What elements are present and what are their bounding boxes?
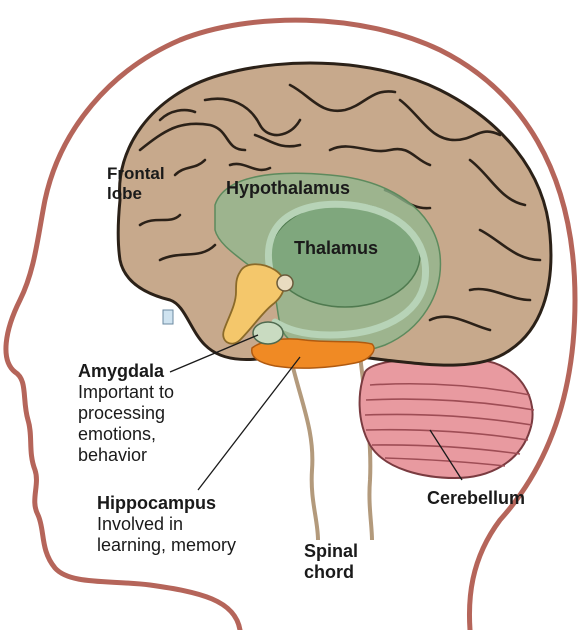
amygdala-desc-1: Important to	[78, 382, 174, 403]
pituitary-mark	[163, 310, 173, 324]
frontal-lobe-label: Frontal lobe	[107, 164, 165, 204]
amygdala-label: Amygdala Important to processing emotion…	[78, 361, 174, 466]
hippocampus-label: Hippocampus Involved in learning, memory	[97, 493, 236, 556]
frontal-lobe-line-2: lobe	[107, 184, 165, 204]
hippocampus-node	[253, 322, 283, 344]
cerebellum-label: Cerebellum	[427, 488, 525, 509]
hypothalamus-label: Hypothalamus	[226, 178, 350, 199]
hippocampus-desc-1: Involved in	[97, 514, 236, 535]
cerebellum	[360, 359, 534, 479]
spinal-cord-line-2: chord	[304, 562, 358, 583]
spinal-cord-line-1: Spinal	[304, 541, 358, 562]
hippocampus-leader	[198, 357, 300, 490]
hippocampus-title: Hippocampus	[97, 493, 236, 514]
spinal-cord-label: Spinal chord	[304, 541, 358, 583]
spinal-cord	[290, 355, 372, 540]
amygdala-node	[277, 275, 293, 291]
thalamus-label: Thalamus	[294, 238, 378, 259]
amygdala-title: Amygdala	[78, 361, 174, 382]
frontal-lobe-line-1: Frontal	[107, 164, 165, 184]
amygdala-desc-3: emotions,	[78, 424, 174, 445]
hippocampus-desc-2: learning, memory	[97, 535, 236, 556]
amygdala-desc-2: processing	[78, 403, 174, 424]
amygdala-desc-4: behavior	[78, 445, 174, 466]
